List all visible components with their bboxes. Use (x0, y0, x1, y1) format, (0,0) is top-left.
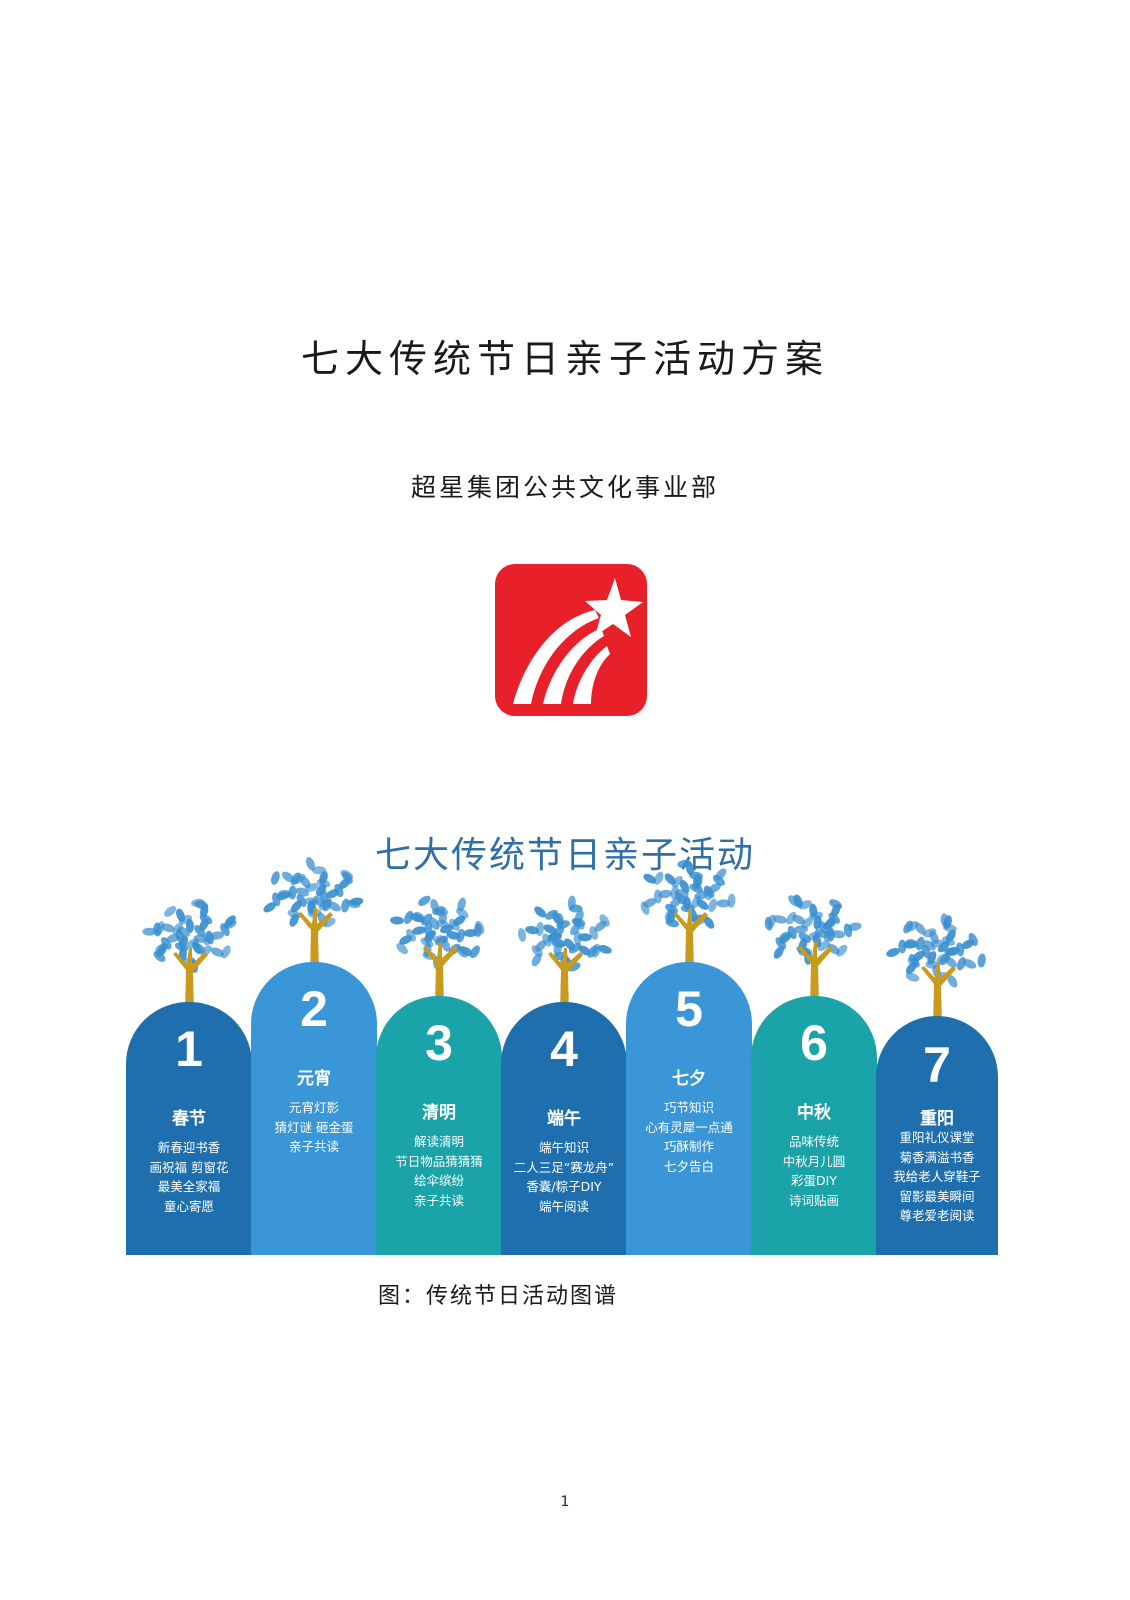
activity-item: 彩蛋DIY (791, 1173, 837, 1188)
festival-number: 1 (175, 1021, 203, 1077)
tree-icon (886, 913, 986, 1026)
festival-column: 7 重阳重阳礼仪课堂菊香满溢书香我给老人穿鞋子留影最美瞬间尊老爱老阅读 (876, 1016, 998, 1255)
activity-item: 画祝福 剪窗花 (149, 1159, 229, 1175)
festival-name: 元宵 (297, 1069, 331, 1089)
tree-icon (640, 859, 736, 972)
tree-icon (142, 898, 237, 1012)
activity-item: 新春迎书香 (157, 1140, 221, 1155)
activity-item: 猜灯谜 砸金蛋 (274, 1119, 354, 1135)
festival-activities: 品味传统中秋月儿圆彩蛋DIY 诗词贴画 (751, 1132, 877, 1210)
festival-name: 端午 (547, 1109, 581, 1129)
activity-item: 中秋月儿圆 (782, 1153, 846, 1169)
festival-activities: 元宵灯影猜灯谜 砸金蛋亲子共读 (251, 1098, 377, 1157)
tree-icon (764, 894, 862, 1006)
festival-number: 4 (550, 1021, 578, 1077)
infographic-title: 七大传统节日亲子活动 (374, 835, 755, 876)
activity-item: 巧节知识 (663, 1100, 714, 1115)
activity-item: 留影最美瞬间 (899, 1188, 975, 1204)
activity-item: 亲子共读 (413, 1192, 464, 1208)
activity-item: 重阳礼仪课堂 (899, 1130, 975, 1145)
activity-item: 童心寄愿 (163, 1198, 214, 1214)
activity-item: 二人三足“赛龙舟” (513, 1159, 615, 1175)
activity-item: 香囊/粽子DIY (526, 1179, 602, 1194)
festival-name: 七夕 (672, 1069, 706, 1089)
festival-name: 春节 (172, 1109, 206, 1129)
festival-number: 5 (675, 981, 703, 1037)
activity-item: 巧酥制作 (663, 1139, 714, 1154)
tree-icon (390, 895, 485, 1006)
activity-item: 七夕告白 (663, 1158, 714, 1174)
festival-activities: 巧节知识心有灵犀一点通巧酥制作七夕告白 (626, 1098, 752, 1176)
festival-column: 1 春节新春迎书香画祝福 剪窗花最美全家福童心寄愿 (126, 1002, 252, 1255)
page-number: 1 (560, 1494, 570, 1510)
festival-activities: 解读清明节日物品猜猜猜绘伞缤纷亲子共读 (376, 1132, 502, 1210)
activity-item: 端午知识 (538, 1140, 589, 1155)
festival-number: 7 (923, 1037, 951, 1093)
festival-activities: 端午知识二人三足“赛龙舟” 香囊/粽子DIY 端午阅读 (501, 1138, 627, 1216)
festival-number: 3 (425, 1015, 453, 1071)
festival-number: 6 (800, 1015, 828, 1071)
document-subtitle: 超星集团公共文化事业部 (410, 473, 719, 502)
activity-item: 最美全家福 (157, 1179, 221, 1194)
festival-activities: 新春迎书香画祝福 剪窗花最美全家福童心寄愿 (126, 1138, 252, 1216)
festival-column: 3 清明解读清明节日物品猜猜猜绘伞缤纷亲子共读 (376, 996, 502, 1255)
tree-icon (263, 857, 364, 972)
festival-column: 5 七夕巧节知识心有灵犀一点通巧酥制作七夕告白 (626, 962, 752, 1255)
activity-item: 亲子共读 (288, 1139, 339, 1154)
festival-name: 清明 (422, 1103, 456, 1123)
activity-item: 品味传统 (788, 1134, 839, 1149)
festival-column: 2 元宵元宵灯影猜灯谜 砸金蛋亲子共读 (251, 962, 377, 1255)
figure-caption: 图：传统节日活动图谱 (378, 1284, 619, 1309)
activity-item: 心有灵犀一点通 (645, 1119, 733, 1135)
festival-column: 4 端午端午知识二人三足“赛龙舟” 香囊/粽子DIY 端午阅读 (501, 1002, 627, 1255)
festival-name: 中秋 (797, 1103, 831, 1123)
festival-activities: 重阳礼仪课堂菊香满溢书香我给老人穿鞋子留影最美瞬间尊老爱老阅读 (876, 1128, 998, 1226)
activity-item: 节日物品猜猜猜 (395, 1153, 483, 1169)
document-title: 七大传统节日亲子活动方案 (300, 337, 829, 381)
tree-icon (517, 895, 612, 1012)
activity-item: 诗词贴画 (788, 1192, 839, 1208)
activity-item: 菊香满溢书香 (899, 1149, 975, 1165)
activity-item: 元宵灯影 (288, 1100, 339, 1115)
festival-name: 重阳 (920, 1109, 954, 1129)
chaoxing-logo-icon (495, 564, 647, 716)
activity-item: 解读清明 (413, 1134, 464, 1149)
activity-item: 尊老爱老阅读 (899, 1208, 975, 1223)
activity-item: 端午阅读 (538, 1198, 589, 1214)
activity-item: 我给老人穿鞋子 (893, 1169, 981, 1184)
festival-column: 6 中秋品味传统中秋月儿圆彩蛋DIY 诗词贴画 (751, 996, 877, 1255)
activity-item: 绘伞缤纷 (413, 1173, 464, 1188)
festival-number: 2 (300, 981, 328, 1037)
